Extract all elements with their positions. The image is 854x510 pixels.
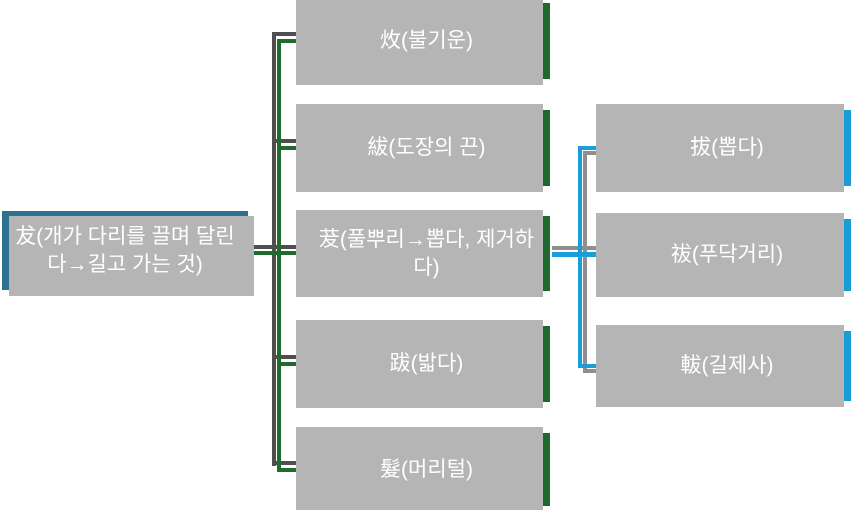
branch-link-1 [277,39,303,43]
branch-link-4-shadow [272,355,305,359]
leaf-node-2-label: 祓(푸닥거리) [670,243,784,266]
leaf-link-1 [578,146,603,150]
root-node: 犮(개가 다리를 끌며 달린다→길고 가는 것) [2,211,254,296]
branch-trunk [277,39,281,472]
branch-node-1-label: 炇(불기운) [380,29,473,52]
branch-link-5-shadow [272,461,305,465]
leaf-node-2: 祓(푸닥거리) [596,213,851,297]
branch-node-1: 炇(불기운) [296,0,550,85]
leaf-node-1: 拔(뽑다) [596,104,851,192]
branch-link-2-shadow [272,139,305,143]
root-link-shadow [243,245,305,249]
branch-node-5: 髮(머리털) [296,427,550,510]
leaf-link-2 [552,252,603,257]
leaf-node-3-label: 軷(길제사) [680,354,774,377]
leaf-link-3 [578,364,603,368]
branch-link-5 [277,468,303,472]
branch-node-2-label: 紱(도장의 끈) [367,136,486,159]
branch-node-4: 跋(밟다) [296,320,550,408]
leaf-node-1-label: 拔(뽑다) [690,136,764,159]
branch-node-2: 紱(도장의 끈) [296,104,550,192]
branch-trunk-shadow [272,32,276,466]
branch-link-1-shadow [272,32,305,36]
branch-node-5-label: 髮(머리털) [380,457,473,481]
leaf-trunk [578,146,582,368]
leaf-trunk-shadow [583,151,587,369]
leaf-link-1-shadow [583,151,607,155]
leaf-link-3-shadow [583,369,607,373]
branch-link-4 [277,362,303,366]
leaf-link-2-shadow [547,246,597,250]
branch-node-3-label: 茇(풀뿌리→뽑다, 제거하다) [318,227,535,279]
branch-node-3: 茇(풀뿌리→뽑다, 제거하다) [296,210,550,297]
branch-link-2 [277,146,303,150]
root-link [248,251,303,255]
leaf-node-3: 軷(길제사) [596,325,851,407]
branch-node-4-label: 跋(밟다) [389,352,464,375]
root-node-label: 犮(개가 다리를 끌며 달린다→길고 가는 것) [15,224,235,276]
